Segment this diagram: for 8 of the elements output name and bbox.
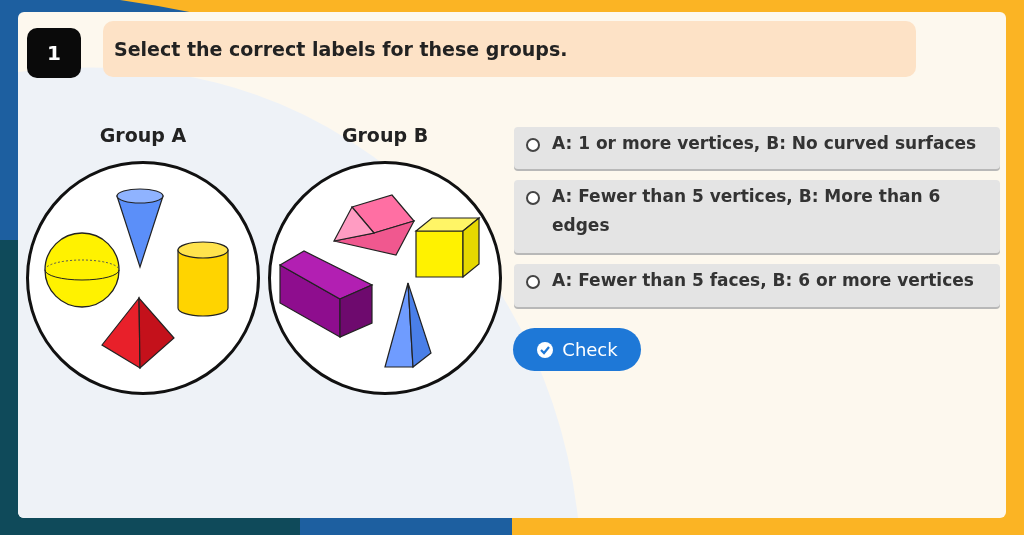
question-title: Select the correct labels for these groups. bbox=[103, 21, 916, 77]
question-number: 1 bbox=[27, 28, 81, 78]
option-text: A: Fewer than 5 faces, B: 6 or more vertices bbox=[552, 269, 974, 292]
group-heading: Group B bbox=[341, 124, 429, 146]
option-text: A: 1 or more vertices, B: No curved surfaces bbox=[552, 132, 977, 155]
option-text: A: Fewer than 5 vertices, B: More than 6 edges bbox=[552, 185, 942, 237]
group-heading: Group A bbox=[99, 124, 187, 146]
check-button: Check bbox=[513, 328, 641, 371]
